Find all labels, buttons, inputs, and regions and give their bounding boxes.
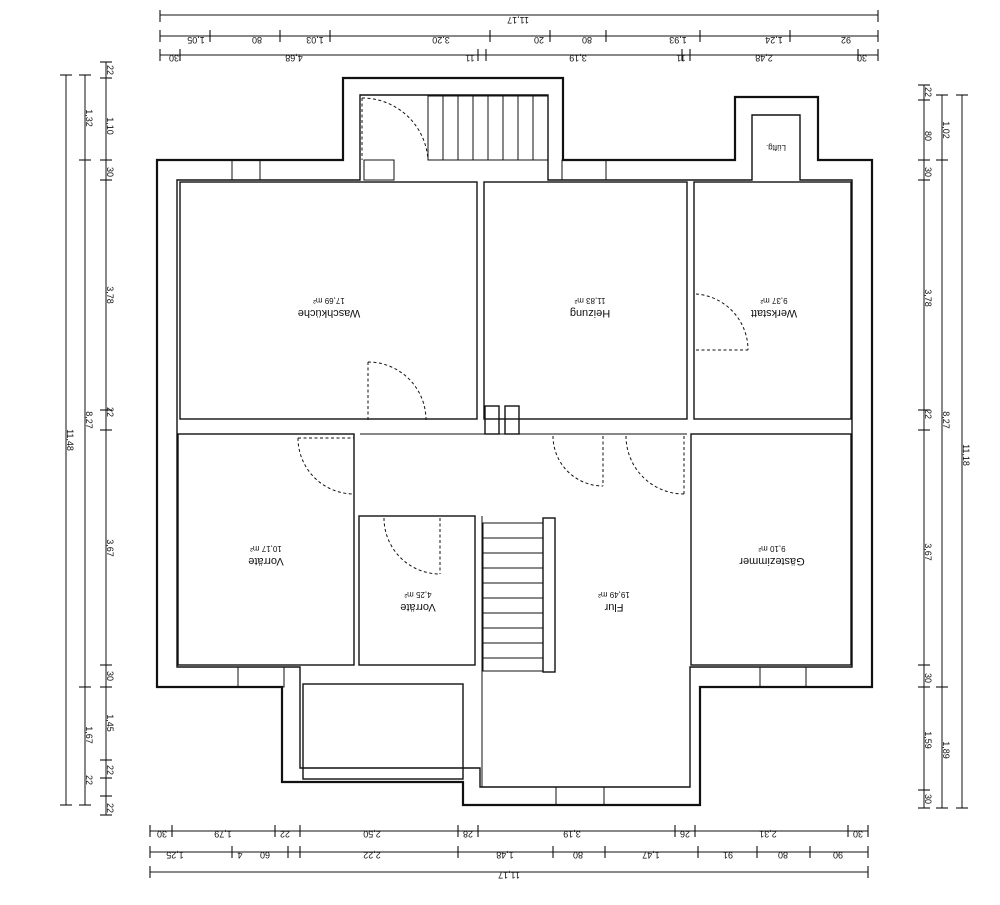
dim-bot-2: 1,79 <box>214 829 232 839</box>
room-waschkueche-name: Waschküche <box>298 307 361 319</box>
doors <box>297 97 749 575</box>
room-waschkueche-area: 17,69 m² <box>313 296 345 305</box>
room-werkstatt-name: Werkstatt <box>751 307 797 319</box>
dim-right-in-5: 22 <box>923 409 933 419</box>
dim-top-2: 80 <box>252 35 262 45</box>
dim-right-in-3: 30 <box>923 167 933 177</box>
dim-left-in-5: 22 <box>105 407 115 417</box>
room-heizung-area: 11,83 m² <box>574 296 605 305</box>
dim-right-in-1: 22 <box>923 87 933 97</box>
room-labels: Waschküche 17,69 m² Heizung 11,83 m² Wer… <box>248 143 804 613</box>
dim-right-mid-1: 1,02 <box>941 121 951 139</box>
dim-bot-4: 2,50 <box>363 829 381 839</box>
dim-right-in-4: 3,78 <box>923 289 933 307</box>
dim-top2-7: 30 <box>857 53 867 63</box>
dim-right-in-7: 30 <box>923 673 933 683</box>
dim-left-in-4: 3,78 <box>105 286 115 304</box>
dim-left-in-1: 22 <box>105 65 115 75</box>
dim-top-total: 11,17 <box>507 15 529 25</box>
room-flur-area: 19,49 m² <box>598 590 630 599</box>
dim-bot-1: 30 <box>157 829 167 839</box>
dimension-lines <box>60 10 968 878</box>
dim-bot2-8: 91 <box>723 850 733 860</box>
dim-bot2-3: 60 <box>260 850 270 860</box>
dim-right-in-9: 30 <box>923 794 933 804</box>
inner-walls <box>177 159 852 806</box>
room-flur-name: Flur <box>604 601 623 613</box>
dim-left-in-10: 22 <box>84 775 94 785</box>
dim-right-mid-2: 8,27 <box>941 411 951 429</box>
room-werkstatt-area: 9,37 m² <box>760 296 787 305</box>
dim-top-1: 1,05 <box>187 35 205 45</box>
dim-left-mid-3: 1,67 <box>84 726 94 744</box>
dim-bot2-7: 1,47 <box>642 850 660 860</box>
dim-bot2-9: 80 <box>778 850 788 860</box>
dim-left-in-8: 1,45 <box>105 714 115 732</box>
dim-left-in-6: 3,67 <box>105 539 115 557</box>
dim-bot-3: 22 <box>280 829 290 839</box>
dim-left-in-9: 22 <box>105 765 115 775</box>
room-lueftung-name: Lüftg. <box>766 143 786 152</box>
dim-top2-1: 30 <box>169 53 179 63</box>
room-vorraete-small-name: Vorräte <box>400 601 435 613</box>
dim-top2-5: 11 <box>676 53 685 63</box>
dim-left-in-2: 1,10 <box>105 117 115 135</box>
room-gaestezimmer-area: 9,10 m² <box>758 544 785 553</box>
dim-top-3: 1,03 <box>306 35 324 45</box>
dim-left-mid-2: 8,27 <box>84 411 94 429</box>
room-vorraete-left-area: 10,17 m² <box>250 544 282 553</box>
stair-flur <box>482 517 556 673</box>
stair-top <box>427 95 549 161</box>
dim-left-in-11: 22 <box>105 803 115 813</box>
dim-top-9: 92 <box>841 35 851 45</box>
room-heizung-name: Heizung <box>570 307 610 319</box>
dim-top-6: 80 <box>582 35 592 45</box>
dim-right-in-8: 1,59 <box>923 731 933 749</box>
dim-bot-6: 3,19 <box>563 829 581 839</box>
dim-top2-2: 4,68 <box>285 53 303 63</box>
dim-bot2-6: 80 <box>573 850 583 860</box>
outer-walls <box>155 76 874 807</box>
dim-bot2-5: 1,48 <box>496 850 514 860</box>
dim-bot-7: 26 <box>680 829 690 839</box>
room-gaestezimmer-name: Gästezimmer <box>739 555 805 567</box>
dim-bot2-4: 2,22 <box>363 850 381 860</box>
dim-top-4: 3,20 <box>432 35 450 45</box>
dim-left-in-3: 30 <box>105 167 115 177</box>
room-vorraete-small-area: 4,25 m² <box>404 590 431 599</box>
dim-right-in-2: 80 <box>923 131 933 141</box>
dim-top-7: 1,93 <box>669 35 687 45</box>
dim-top2-3: 11 <box>465 53 474 63</box>
dim-left-mid-1: 1,32 <box>84 109 94 127</box>
dim-left-in-7: 30 <box>105 671 115 681</box>
dim-right-in-6: 3,67 <box>923 543 933 561</box>
dim-bottom-total: 11,17 <box>498 870 520 880</box>
dim-right-mid-3: 1,89 <box>941 741 951 759</box>
dim-bot2-2: 4 <box>237 850 242 860</box>
dim-bot2-1: 1,25 <box>166 850 184 860</box>
dimension-texts: 11,17 1,05 80 1,03 3,20 20 80 1,93 1,24 … <box>65 15 971 880</box>
dim-bot2-10: 90 <box>833 850 843 860</box>
dim-top2-6: 2,48 <box>755 53 773 63</box>
dim-top-5: 20 <box>534 35 544 45</box>
dim-top-8: 1,24 <box>765 35 783 45</box>
dim-left-outer: 11,48 <box>65 429 75 451</box>
dim-right-outer: 11,18 <box>961 444 971 466</box>
dim-bot-5: 28 <box>463 829 473 839</box>
dim-top2-4: 3,19 <box>569 53 587 63</box>
dim-bot-9: 30 <box>853 829 863 839</box>
dim-bot-8: 2,31 <box>759 829 777 839</box>
room-vorraete-left-name: Vorräte <box>248 555 283 567</box>
